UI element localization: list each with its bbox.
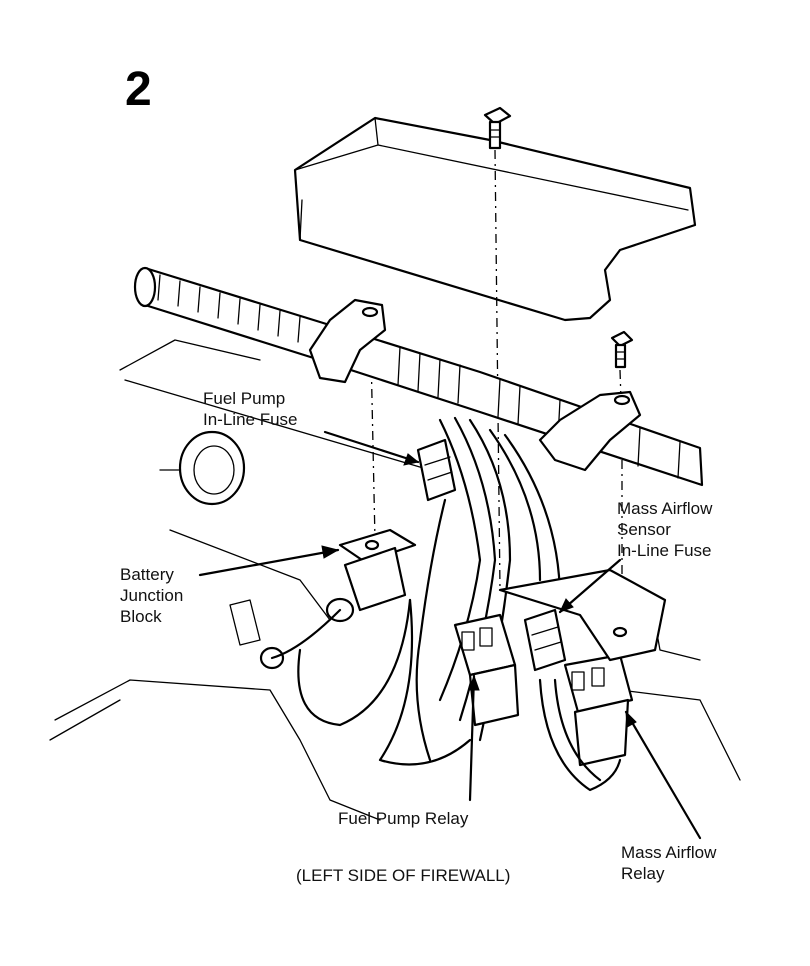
maf-relay-part [538,653,634,792]
diagram-caption: (LEFT SIDE OF FIREWALL) [296,866,511,885]
top-bolt [483,106,512,150]
firewall-body [49,339,741,821]
cover-panel [293,116,697,322]
leader-lines [198,430,702,840]
fuel-pump-relay-part [453,613,520,727]
battery-junction-block [338,528,417,612]
label-maf-relay: Mass Airflow Relay [621,843,717,883]
side-bolt [610,330,634,369]
label-fuel-pump-inline-fuse: Fuel Pump In-Line Fuse [203,389,298,429]
maf-fuse-part [523,608,567,672]
label-fuel-pump-relay: Fuel Pump Relay [338,809,469,828]
fuel-pump-fuse-part [416,438,457,502]
label-maf-sensor-inline-fuse: Mass Airflow Sensor In-Line Fuse [617,499,713,560]
conduit-clamp-right [538,390,642,472]
figure-number: 2 [125,63,152,116]
conduit-clamp-left [308,298,387,384]
relay-mounting-bracket [498,568,667,662]
label-battery-junction-block: Battery Junction Block [120,565,184,626]
battery-cable [259,597,472,766]
